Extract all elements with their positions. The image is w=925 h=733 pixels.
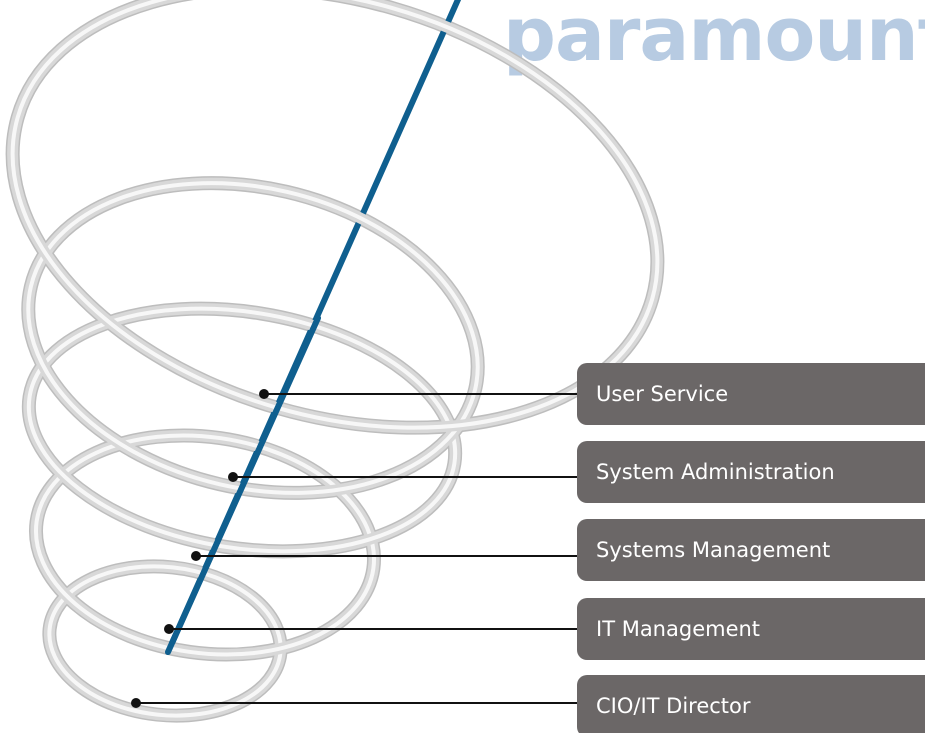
label-it-management: IT Management — [577, 598, 925, 660]
label-system-administration: System Administration — [577, 441, 925, 503]
dot-system-administration — [228, 472, 238, 482]
dot-systems-management — [191, 551, 201, 561]
rings — [7, 0, 663, 722]
dot-user-service — [259, 389, 269, 399]
connectors — [136, 393, 582, 704]
label-cio-it-director: CIO/IT Director — [577, 675, 925, 733]
spiral-axis-front — [165, 315, 321, 655]
brand-wordmark: paramount. — [503, 0, 925, 78]
dot-cio-it-director — [131, 698, 141, 708]
connector-dots — [131, 389, 269, 708]
label-user-service: User Service — [577, 363, 925, 425]
label-systems-management: Systems Management — [577, 519, 925, 581]
dot-it-management — [164, 624, 174, 634]
